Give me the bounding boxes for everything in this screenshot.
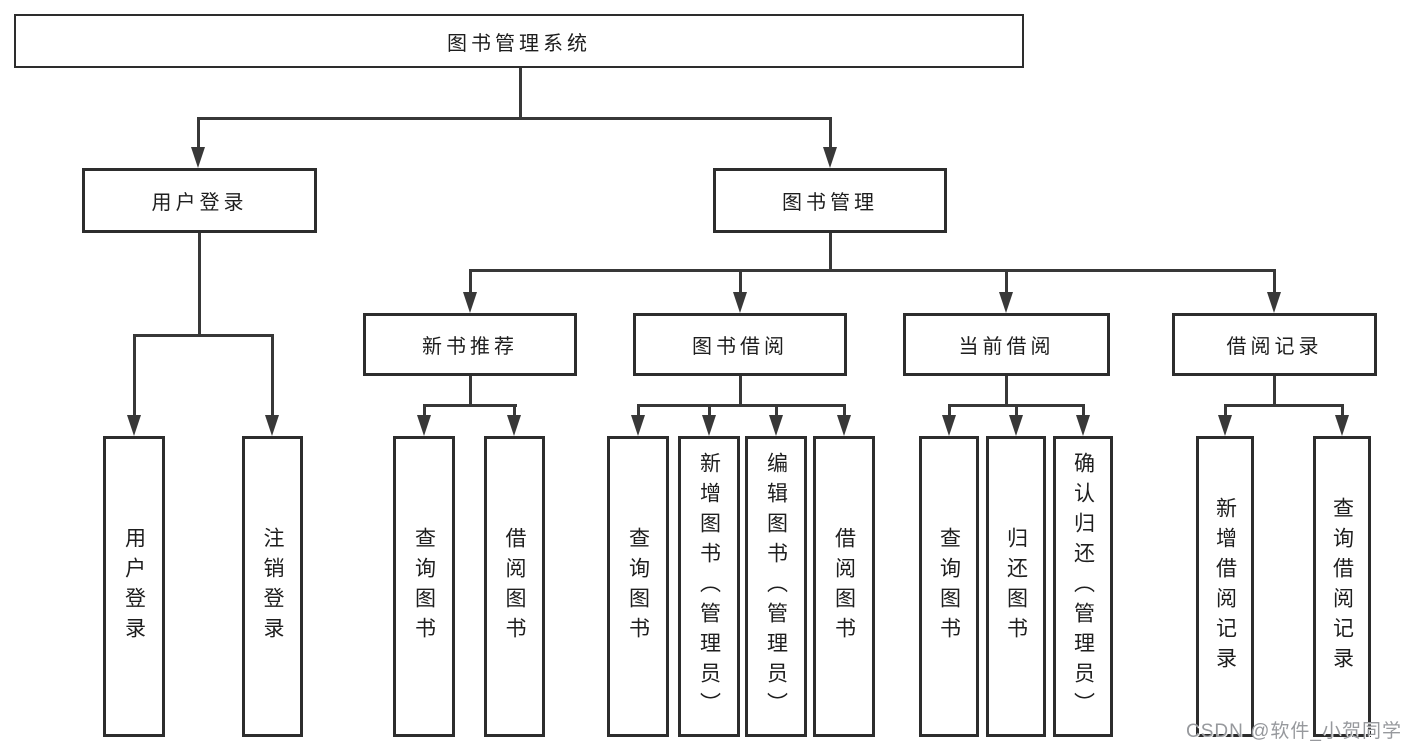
leaf-add-borrow-record: 新增借阅记录 xyxy=(1196,436,1254,737)
arrow-down-icon xyxy=(1267,292,1281,313)
arrow-down-icon xyxy=(127,415,141,436)
leaf-confirm-return-admin-label: 确认归还（管理员） xyxy=(1071,451,1095,722)
leaf-query-books-current: 查询图书 xyxy=(919,436,979,737)
node-current-borrowing-label: 当前借阅 xyxy=(958,336,1055,358)
arrow-down-icon xyxy=(702,415,716,436)
connector-line-v xyxy=(843,404,846,417)
leaf-edit-books-admin: 编辑图书（管理员） xyxy=(745,436,807,737)
leaf-query-books-recommend: 查询图书 xyxy=(393,436,455,737)
connector-line-h xyxy=(197,117,831,120)
connector-line-v xyxy=(829,117,832,149)
arrow-down-icon xyxy=(463,292,477,313)
arrow-down-icon xyxy=(837,415,851,436)
arrow-down-icon xyxy=(823,147,837,168)
arrow-down-icon xyxy=(417,415,431,436)
leaf-logout-label: 注销登录 xyxy=(261,526,284,647)
arrow-down-icon xyxy=(507,415,521,436)
arrow-down-icon xyxy=(1218,415,1232,436)
arrow-down-icon xyxy=(1076,415,1090,436)
leaf-confirm-return-admin: 确认归还（管理员） xyxy=(1053,436,1113,737)
leaf-edit-books-admin-label: 编辑图书（管理员） xyxy=(764,451,788,722)
leaf-query-books-borrowing-label: 查询图书 xyxy=(626,526,650,647)
connector-line-v xyxy=(423,404,426,417)
node-new-book-recommendation-label: 新书推荐 xyxy=(422,336,518,358)
connector-line-v xyxy=(1273,376,1276,407)
leaf-query-borrow-record: 查询借阅记录 xyxy=(1313,436,1371,737)
connector-line-v xyxy=(469,376,472,407)
node-borrowing-records-label: 借阅记录 xyxy=(1226,336,1323,358)
connector-line-v xyxy=(637,404,640,417)
connector-line-v xyxy=(775,404,778,417)
connector-line-v xyxy=(271,334,274,415)
watermark-text: CSDN @软件_小贺同学 xyxy=(1186,721,1402,742)
node-new-book-recommendation: 新书推荐 xyxy=(363,313,577,376)
connector-line-v xyxy=(1341,404,1344,417)
arrow-down-icon xyxy=(1335,415,1349,436)
connector-line-v xyxy=(1224,404,1227,417)
connector-line-v xyxy=(519,68,522,120)
node-book-borrowing-label: 图书借阅 xyxy=(692,336,788,358)
leaf-return-books-label: 归还图书 xyxy=(1004,526,1028,647)
connector-line-v xyxy=(197,117,200,149)
connector-line-h xyxy=(637,404,846,407)
leaf-logout: 注销登录 xyxy=(242,436,303,737)
arrow-down-icon xyxy=(631,415,645,436)
connector-line-v xyxy=(198,233,201,337)
connector-line-h xyxy=(1224,404,1343,407)
leaf-borrow-books: 借阅图书 xyxy=(813,436,875,737)
connector-line-v xyxy=(469,269,472,294)
leaf-query-borrow-record-label: 查询借阅记录 xyxy=(1330,496,1354,677)
leaf-query-books-current-label: 查询图书 xyxy=(937,526,961,647)
leaf-query-books-borrowing: 查询图书 xyxy=(607,436,669,737)
leaf-borrow-books-recommend-label: 借阅图书 xyxy=(503,526,526,647)
connector-line-v xyxy=(513,404,516,417)
leaf-add-books-admin-label: 新增图书（管理员） xyxy=(697,451,721,722)
connector-line-h xyxy=(469,269,1275,272)
leaf-user-login: 用户登录 xyxy=(103,436,165,737)
node-current-borrowing: 当前借阅 xyxy=(903,313,1110,376)
arrow-down-icon xyxy=(942,415,956,436)
leaf-return-books: 归还图书 xyxy=(986,436,1046,737)
connector-line-h xyxy=(133,334,274,337)
node-book-management: 图书管理 xyxy=(713,168,947,233)
connector-line-v xyxy=(1015,404,1018,417)
connector-line-h xyxy=(423,404,517,407)
node-book-borrowing: 图书借阅 xyxy=(633,313,847,376)
connector-line-v xyxy=(1005,269,1008,294)
node-book-management-label: 图书管理 xyxy=(782,192,878,214)
connector-line-v xyxy=(739,376,742,407)
leaf-query-books-recommend-label: 查询图书 xyxy=(412,526,436,647)
arrow-down-icon xyxy=(265,415,279,436)
node-root-system: 图书管理系统 xyxy=(14,14,1024,68)
leaf-borrow-books-recommend: 借阅图书 xyxy=(484,436,545,737)
connector-line-v xyxy=(708,404,711,417)
connector-line-v xyxy=(133,334,136,415)
node-root-label: 图书管理系统 xyxy=(447,32,591,55)
arrow-down-icon xyxy=(733,292,747,313)
leaf-user-login-label: 用户登录 xyxy=(122,526,146,647)
arrow-down-icon xyxy=(769,415,783,436)
connector-line-v xyxy=(1005,376,1008,407)
leaf-add-books-admin: 新增图书（管理员） xyxy=(678,436,740,737)
connector-line-v xyxy=(739,269,742,294)
arrow-down-icon xyxy=(1009,415,1023,436)
connector-line-v xyxy=(1082,404,1085,417)
arrow-down-icon xyxy=(999,292,1013,313)
connector-line-v xyxy=(1273,269,1276,294)
connector-line-v xyxy=(829,233,832,272)
node-borrowing-records: 借阅记录 xyxy=(1172,313,1377,376)
node-user-login-label: 用户登录 xyxy=(151,192,248,214)
leaf-borrow-books-label: 借阅图书 xyxy=(832,526,856,647)
arrow-down-icon xyxy=(191,147,205,168)
connector-line-v xyxy=(948,404,951,417)
node-user-login: 用户登录 xyxy=(82,168,317,233)
leaf-add-borrow-record-label: 新增借阅记录 xyxy=(1213,496,1237,677)
